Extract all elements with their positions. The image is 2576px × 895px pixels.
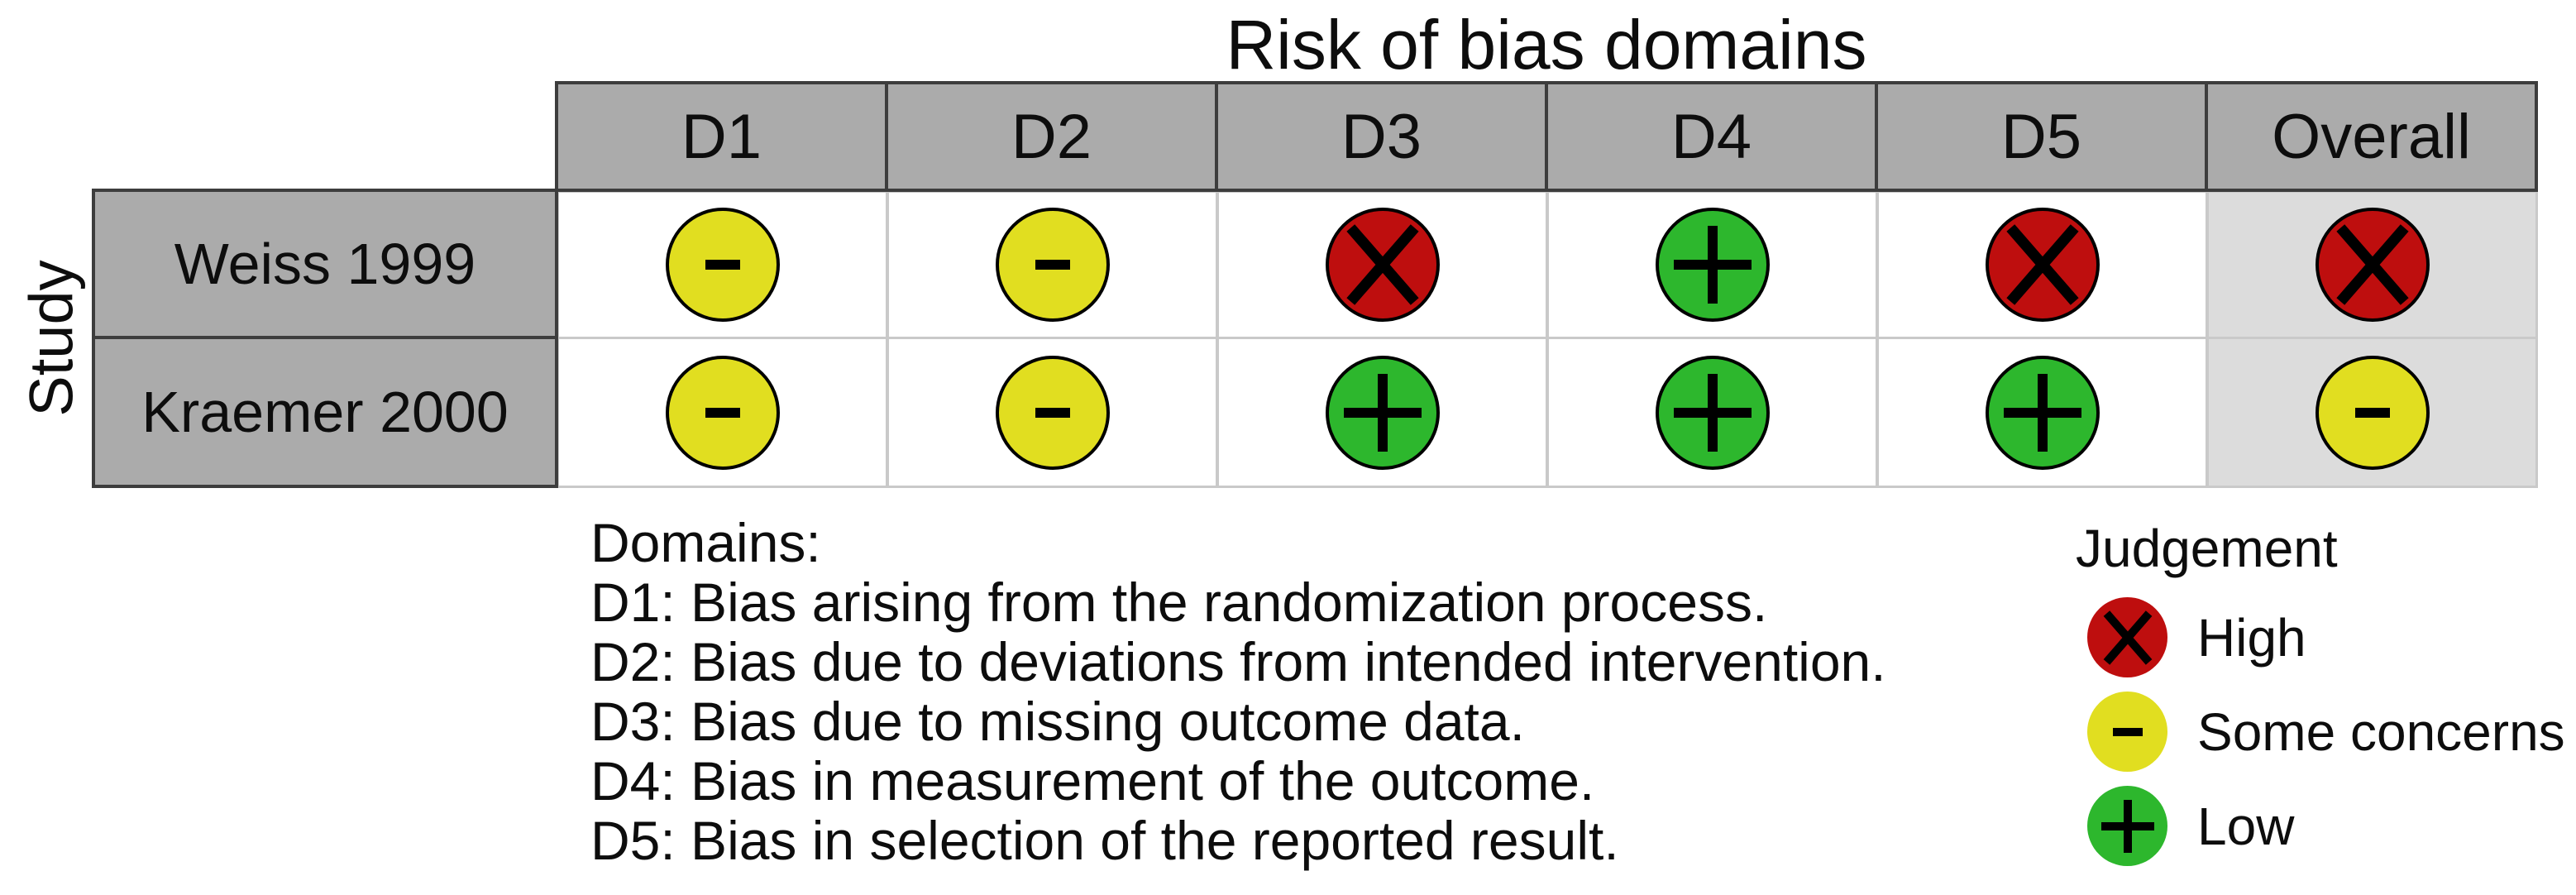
study-label-weiss-1999: Weiss 1999 (92, 189, 558, 339)
judgement-cell-overall (2206, 190, 2538, 339)
legend-item-low: Low (2087, 786, 2294, 866)
domain-definition-d4: D4: Bias in measurement of the outcome. (590, 750, 1595, 811)
minus-icon (665, 208, 780, 322)
judgement-cell (1876, 337, 2208, 488)
y-axis-label-study: Study (17, 260, 86, 417)
plus-icon (2087, 786, 2167, 866)
x-icon (1985, 208, 2100, 322)
domain-definition-d2: D2: Bias due to deviations from intended… (590, 631, 1886, 692)
x-icon (2087, 597, 2167, 677)
figure-title: Risk of bias domains (1226, 6, 1867, 84)
legend-title: Judgement (2076, 519, 2338, 578)
minus-icon (2087, 692, 2167, 772)
plus-icon (1655, 355, 1770, 470)
minus-icon (2315, 355, 2430, 470)
judgement-cell (1216, 190, 1548, 339)
legend-label-some-concerns: Some concerns (2197, 701, 2565, 762)
minus-icon (665, 355, 780, 470)
minus-icon (995, 355, 1110, 470)
domain-definitions: Domains: D1: Bias arising from the rando… (590, 513, 1886, 870)
domain-definition-d1: D1: Bias arising from the randomization … (590, 572, 1768, 633)
column-header-d1: D1 (555, 81, 888, 192)
judgement-cell (887, 337, 1218, 488)
plus-icon (1655, 208, 1770, 322)
judgement-cell (557, 190, 888, 339)
x-icon (1325, 208, 1440, 322)
minus-icon (995, 208, 1110, 322)
domain-definition-d5: D5: Bias in selection of the reported re… (590, 810, 1619, 871)
column-header-d3: D3 (1215, 81, 1548, 192)
domains-heading: Domains: (590, 512, 821, 573)
study-label-kraemer-2000: Kraemer 2000 (92, 336, 558, 488)
legend-label-low: Low (2197, 796, 2295, 856)
judgement-cell (887, 190, 1218, 339)
judgement-cell (1216, 337, 1548, 488)
judgement-cell-overall (2206, 337, 2538, 488)
domain-definition-d3: D3: Bias due to missing outcome data. (590, 691, 1525, 752)
judgement-cell (1546, 337, 1878, 488)
column-header-d2: D2 (885, 81, 1218, 192)
legend-item-some-concerns: Some concerns (2087, 692, 2565, 772)
legend-label-high: High (2197, 607, 2306, 668)
judgement-cell (557, 337, 888, 488)
column-header-d4: D4 (1545, 81, 1878, 192)
x-icon (2315, 208, 2430, 322)
judgement-cell (1546, 190, 1878, 339)
judgement-cell (1876, 190, 2208, 339)
plus-icon (1325, 355, 1440, 470)
column-header-d5: D5 (1875, 81, 2208, 192)
plus-icon (1985, 355, 2100, 470)
column-header-overall: Overall (2205, 81, 2538, 192)
legend-item-high: High (2087, 597, 2306, 677)
